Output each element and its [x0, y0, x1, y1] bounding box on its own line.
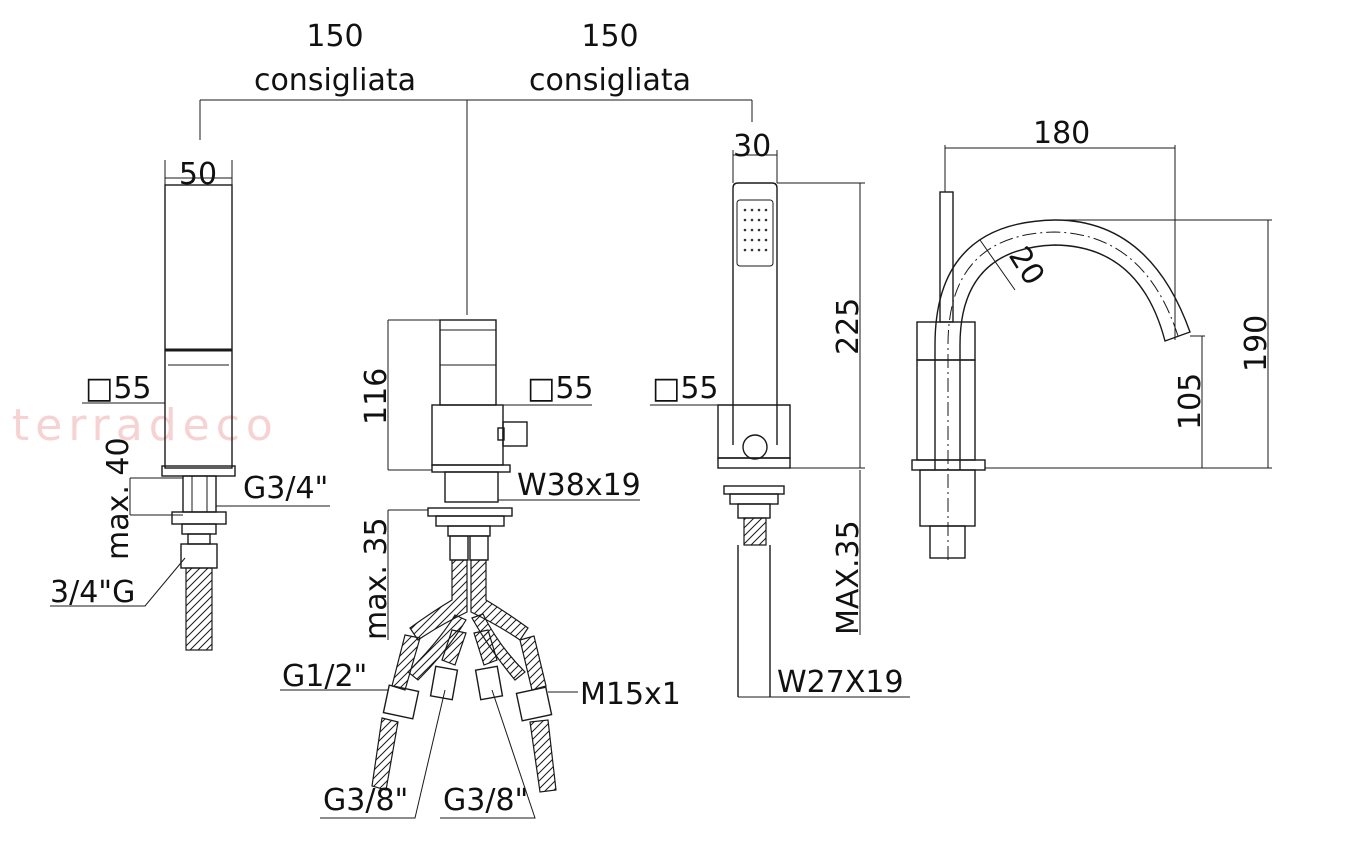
shower-width-label: 30 — [733, 129, 771, 164]
spacing-right-value: 150 — [581, 19, 638, 54]
mixer-height-label: 116 — [359, 368, 394, 425]
shower-thread-label: W27X19 — [777, 665, 904, 700]
hose-g38b-label: G3/8" — [443, 783, 528, 818]
hose-m15-label: M15x1 — [580, 677, 681, 712]
left-width-label: 50 — [179, 157, 217, 192]
spout-diameter-label: 20 — [1001, 241, 1051, 292]
spacing-left-note: consigliata — [254, 63, 416, 98]
watermark: terradeco — [12, 400, 279, 451]
spout-reach-label: 180 — [1033, 116, 1090, 151]
diverter-component: 50 □55 max. 40 G3/4" 3/4"G — [50, 157, 330, 651]
hose-g38a-label: G3/8" — [323, 783, 408, 818]
shower-max-label: MAX.35 — [831, 520, 866, 635]
spout-component: 180 20 105 190 — [911, 116, 1274, 560]
shower-height-label: 225 — [831, 298, 866, 355]
hose-g12-label: G1/2" — [282, 659, 367, 694]
left-connector-label: 3/4"G — [50, 575, 135, 610]
spacing-left-value: 150 — [306, 19, 363, 54]
mixer-thread-label: W38x19 — [517, 468, 641, 503]
left-thread-label: G3/4" — [243, 471, 328, 506]
left-max-label: max. 40 — [101, 437, 136, 560]
hand-shower-component: 30 225 □55 MAX.35 W27X19 — [650, 129, 910, 700]
left-square-label: □55 — [85, 371, 152, 406]
spacing-dimension: 150 consigliata 150 consigliata — [199, 19, 753, 315]
shower-square-label: □55 — [652, 371, 719, 406]
mixer-square-label: □55 — [527, 371, 594, 406]
mixer-component: 116 □55 W38x19 max. 35 G1/2" M15x1 G3/8"… — [280, 319, 681, 819]
spout-total-height-label: 190 — [1239, 315, 1274, 372]
mixer-max-label: max. 35 — [359, 517, 394, 640]
spacing-right-note: consigliata — [529, 63, 691, 98]
spout-outlet-height-label: 105 — [1173, 373, 1208, 430]
